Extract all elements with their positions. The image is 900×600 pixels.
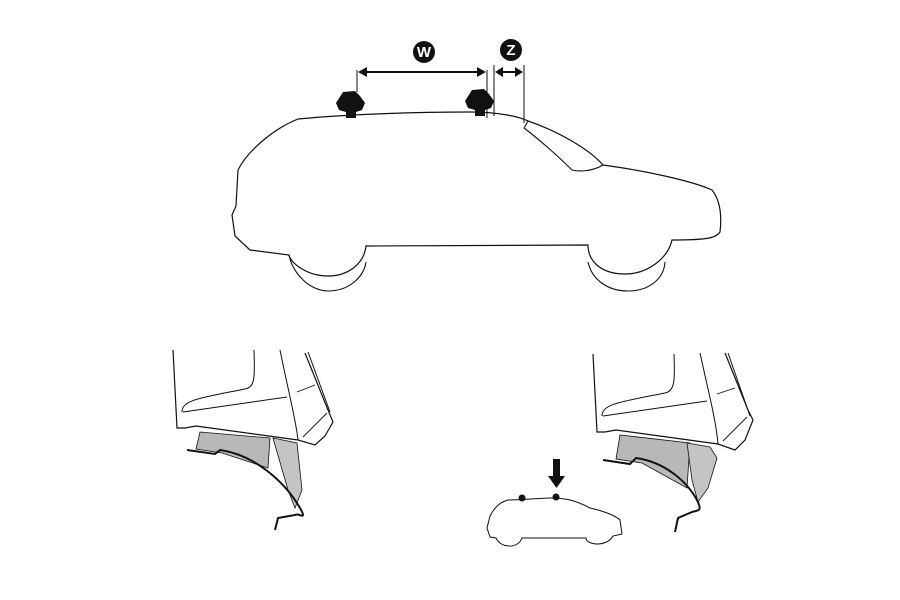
inset-car <box>486 459 623 547</box>
dimension-w: W <box>356 41 488 118</box>
front-wheel-arch <box>587 261 666 292</box>
inset-foot-front <box>518 494 526 502</box>
foot-pad <box>195 431 271 469</box>
door-frame-edge <box>602 456 701 533</box>
rear-wheel-arch <box>288 254 367 292</box>
foot-clamp <box>272 437 303 510</box>
inset-car-body <box>486 497 623 547</box>
foot-housing <box>172 349 334 446</box>
label-z: Z <box>506 42 515 59</box>
label-w-badge <box>413 41 435 63</box>
dimension-z: Z <box>493 39 525 123</box>
door-frame-edge <box>186 448 304 531</box>
roof-foot-front <box>336 91 365 118</box>
main-car-view: W Z <box>231 39 722 292</box>
inset-foot-rear <box>552 493 560 501</box>
foot-detail-left <box>172 349 334 531</box>
car-body-outline <box>231 111 722 277</box>
foot-detail-right <box>592 352 754 533</box>
label-w: W <box>417 44 432 61</box>
foot-clamp <box>686 442 718 503</box>
foot-housing <box>592 352 754 451</box>
arrow-down-icon <box>548 459 565 488</box>
label-z-badge <box>500 39 522 61</box>
rear-window-line <box>523 127 604 172</box>
